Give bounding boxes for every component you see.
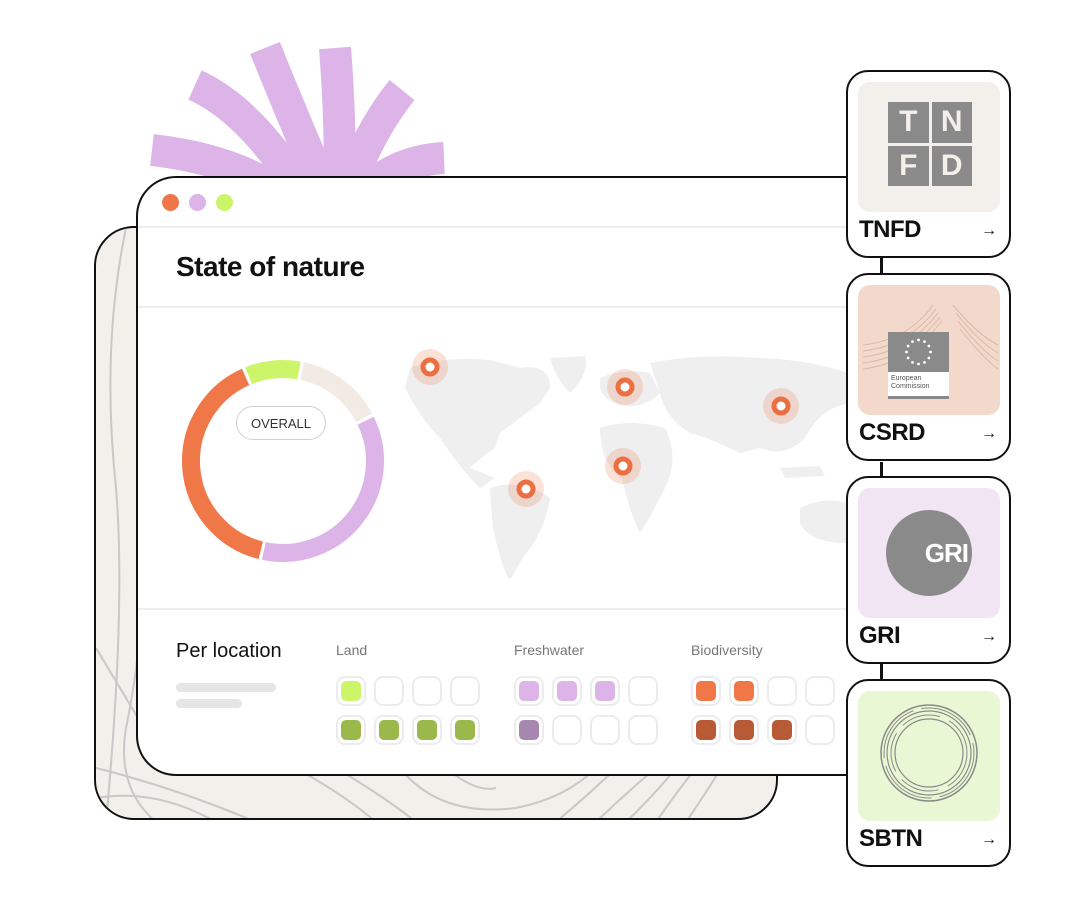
window-titlebar (138, 178, 866, 228)
score-cell-empty (628, 715, 658, 745)
map-pin-north-america[interactable] (412, 349, 448, 385)
card-connector (880, 258, 883, 274)
placeholder-text-bar (176, 683, 276, 692)
map-pin-asia[interactable] (763, 388, 799, 424)
score-cell-filled (336, 715, 366, 745)
category-label: Freshwater (514, 642, 585, 658)
logo-text: Commission (891, 383, 930, 390)
world-map[interactable] (400, 348, 866, 578)
logo-text: GRI (886, 510, 972, 596)
score-cell-filled (590, 676, 620, 706)
minimize-window-dot[interactable] (189, 193, 206, 211)
score-cell-empty (412, 676, 442, 706)
map-landmass-icon (405, 356, 863, 578)
maximize-window-dot[interactable] (216, 193, 233, 211)
score-cell-filled (691, 715, 721, 745)
logo-letter: N (931, 102, 972, 143)
building-lines-icon (862, 304, 999, 370)
score-cell-filled (374, 715, 404, 745)
score-cell-filled (450, 715, 480, 745)
standard-name: GRI (859, 622, 901, 649)
standard-name: SBTN (859, 825, 923, 852)
card-connector (880, 462, 883, 478)
logo-letter: D (931, 145, 972, 186)
arrow-right-icon: → (981, 222, 997, 239)
topographic-pattern-icon (96, 228, 722, 818)
score-cell-empty (805, 715, 835, 745)
gri-logo-icon: GRI (858, 488, 1000, 618)
page-title: State of nature (176, 251, 365, 282)
overview-section: OVERALL (138, 308, 866, 610)
placeholder-text-bar (176, 699, 242, 708)
standard-card-csrd[interactable]: European Commission CSRD → (846, 273, 1011, 461)
standard-name: TNFD (859, 216, 921, 243)
score-cell-filled (729, 715, 759, 745)
score-cell-filled (514, 676, 544, 706)
score-cell-filled (552, 676, 582, 706)
map-pin-europe[interactable] (607, 369, 643, 405)
per-location-title: Per location (176, 640, 282, 662)
logo-text: European (891, 375, 922, 382)
european-commission-logo-icon: European Commission (858, 285, 1000, 415)
donut-segment-lilac[interactable] (262, 416, 384, 562)
card-connector (880, 664, 883, 680)
score-cell-filled (767, 715, 797, 745)
page-header: State of nature (138, 228, 866, 308)
close-window-dot[interactable] (162, 193, 179, 211)
concentric-rings-icon (880, 704, 978, 802)
tnfd-logo-icon: T N F D (858, 82, 1000, 212)
category-label: Land (336, 642, 368, 658)
donut-segment-orange[interactable] (182, 368, 264, 559)
category-freshwater: Freshwater (514, 642, 658, 745)
arrow-right-icon: → (981, 425, 997, 442)
land-score-grid (336, 676, 480, 745)
logo-letter: T (888, 102, 929, 143)
category-label: Biodiversity (691, 642, 763, 658)
biodiversity-score-grid (691, 676, 835, 745)
overall-button[interactable]: OVERALL (236, 406, 326, 440)
donut-segment-lime[interactable] (245, 360, 301, 385)
score-cell-empty (374, 676, 404, 706)
per-location-section: Per location Land Freshwater Biodiversit… (138, 610, 866, 774)
score-cell-filled (336, 676, 366, 706)
score-cell-empty (628, 676, 658, 706)
score-cell-empty (450, 676, 480, 706)
score-cell-empty (552, 715, 582, 745)
overall-donut-chart[interactable] (178, 356, 388, 566)
score-cell-empty (767, 676, 797, 706)
sbtn-logo-icon (858, 691, 1000, 821)
score-cell-filled (412, 715, 442, 745)
score-cell-empty (805, 676, 835, 706)
standard-card-tnfd[interactable]: T N F D TNFD → (846, 70, 1011, 258)
logo-letter: F (888, 145, 929, 186)
dashboard-window: State of nature OVERALL (136, 176, 866, 776)
standard-name: CSRD (859, 419, 926, 446)
freshwater-score-grid (514, 676, 658, 745)
score-cell-filled (729, 676, 759, 706)
category-biodiversity: Biodiversity (691, 642, 835, 745)
arrow-right-icon: → (981, 831, 997, 848)
arrow-right-icon: → (981, 628, 997, 645)
score-cell-empty (590, 715, 620, 745)
score-cell-filled (514, 715, 544, 745)
donut-segment-beige[interactable] (299, 362, 373, 423)
standard-card-sbtn[interactable]: SBTN → (846, 679, 1011, 867)
map-pin-south-america[interactable] (508, 471, 544, 507)
map-pin-africa[interactable] (605, 448, 641, 484)
score-cell-filled (691, 676, 721, 706)
category-land: Land (336, 642, 480, 745)
standard-card-gri[interactable]: GRI GRI → (846, 476, 1011, 664)
eu-stars-icon (905, 338, 932, 366)
